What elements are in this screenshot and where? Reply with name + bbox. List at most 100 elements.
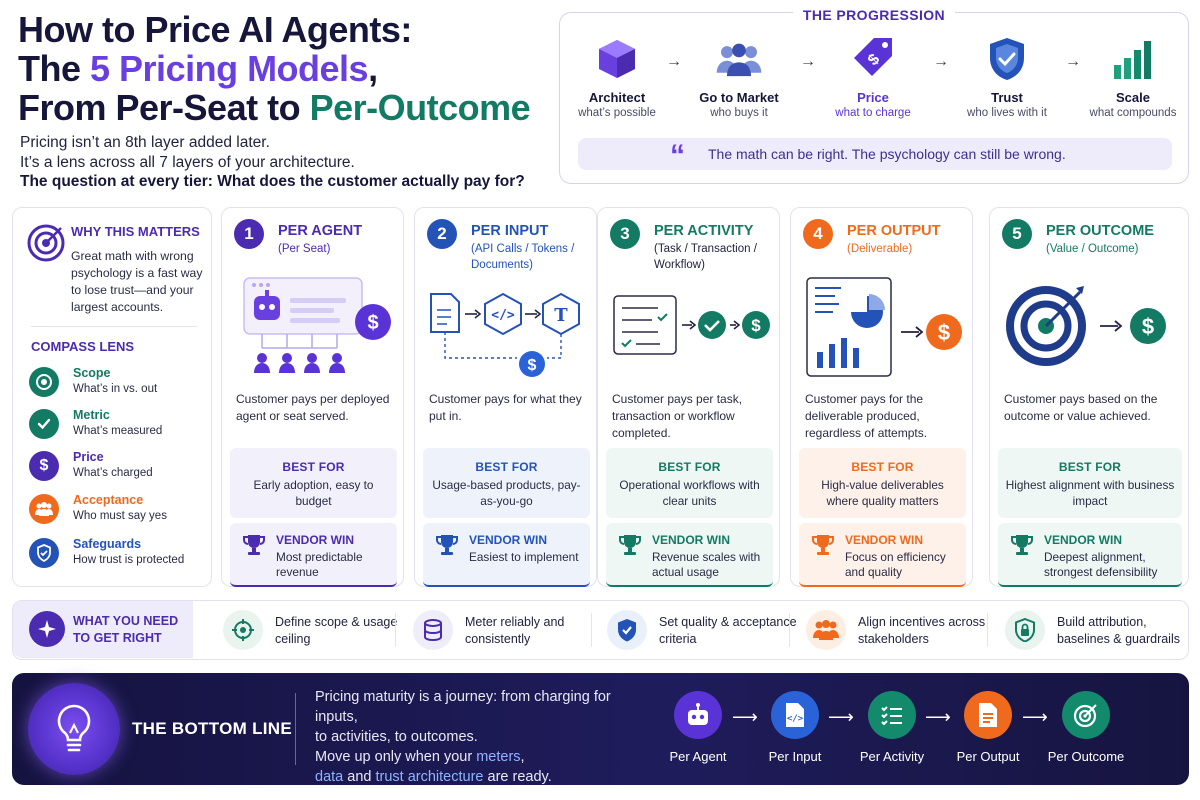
bottom-line-4-and: and	[343, 769, 376, 785]
output-report-illustration: $	[801, 270, 966, 390]
compass-item-name: Metric	[73, 408, 110, 422]
arrow-right-icon: →	[800, 53, 816, 70]
activity-flow-illustration: $	[608, 270, 773, 390]
arrow-right-icon: ⟶	[925, 707, 951, 727]
best-for-text: Early adoption, easy to budget	[253, 478, 374, 508]
vendor-win-text: Revenue scales with actual usage	[652, 550, 761, 579]
need-text: Align incentives across stakeholders	[858, 615, 986, 646]
target-ring-icon	[29, 367, 59, 397]
progression-step-name: Trust	[991, 90, 1023, 105]
needs-heading-block: WHAT YOU NEED TO GET RIGHT	[13, 601, 193, 658]
progression-step-architect: Architect what’s possible	[557, 35, 677, 121]
bottom-line-3: Move up only when your meters,	[315, 747, 655, 767]
model-subtitle: (Task / Transaction / Workflow)	[654, 243, 757, 271]
need-text: Define scope & usage ceiling	[275, 615, 398, 646]
arrow-right-icon: →	[666, 53, 682, 70]
model-subtitle: (Deliverable)	[847, 243, 913, 255]
intro-question: The question at every tier: What does th…	[20, 173, 525, 190]
progression-step-go-to-market: Go to Market who buys it	[679, 35, 799, 121]
title-highlight-models: 5 Pricing Models	[90, 48, 369, 89]
group-icon	[29, 494, 59, 524]
divider	[395, 613, 396, 647]
best-for-box: BEST FOR High-value deliverables where q…	[799, 448, 966, 518]
best-for-heading: BEST FOR	[851, 460, 914, 474]
vendor-win-box: VENDOR WIN Revenue scales with actual us…	[606, 523, 773, 587]
journey-label: Per Activity	[859, 749, 925, 764]
model-card-per-output: 4 PER OUTPUT (Deliverable) $ Customer pa…	[790, 207, 973, 587]
model-card-per-activity: 3 PER ACTIVITY (Task / Transaction / Wor…	[597, 207, 780, 587]
compass-item-desc: What’s measured	[73, 425, 163, 437]
bottom-line-3-comma: ,	[520, 749, 525, 765]
why-this-matters-card: WHY THIS MATTERS Great math with wrong p…	[12, 207, 212, 587]
intro-line-1: Pricing isn’t an 8th layer added later.	[20, 134, 270, 151]
progression-title-text: THE PROGRESSION	[792, 7, 956, 23]
best-for-heading: BEST FOR	[475, 460, 538, 474]
database-icon	[413, 610, 453, 650]
model-subtitle: (API Calls / Tokens / Documents)	[471, 243, 575, 271]
compass-item-name: Price	[73, 450, 104, 464]
compass-item-safeguards: Safeguards How trust is protected	[29, 536, 209, 572]
svg-text:</>: </>	[491, 308, 515, 323]
code-doc-icon: </>	[771, 691, 819, 739]
divider	[31, 326, 197, 327]
progression-step-trust: Trust who lives with it	[947, 35, 1067, 121]
progression-panel: THE PROGRESSION Architect what’s possibl…	[557, 7, 1189, 184]
trophy-icon	[618, 533, 642, 557]
compass-item-name: Safeguards	[73, 537, 142, 551]
best-for-box: BEST FOR Early adoption, easy to budget	[230, 448, 397, 518]
progression-step-name: Scale	[1116, 90, 1150, 105]
journey-step-per-agent: Per Agent	[658, 691, 738, 764]
journey-label: Per Outcome	[1047, 749, 1125, 764]
journey-label: Per Output	[956, 749, 1020, 764]
arrow-right-icon: →	[933, 53, 949, 70]
need-item-meter: Meter reliably and consistently	[413, 610, 603, 650]
model-subtitle: (Per Seat)	[278, 243, 331, 255]
sparkle-icon	[29, 611, 65, 647]
model-description: Customer pays based on the outcome or va…	[1004, 392, 1158, 423]
model-number-badge: 2	[427, 219, 457, 249]
progression-step-sub: who buys it	[710, 107, 768, 119]
target-icon	[27, 224, 65, 267]
model-description: Customer pays per deployed agent or seat…	[236, 392, 390, 423]
intro-text: Pricing isn’t an 8th layer added later. …	[20, 133, 560, 192]
model-number-badge: 3	[610, 219, 640, 249]
vendor-win-box: VENDOR WIN Most predictable revenue	[230, 523, 397, 587]
needs-heading: WHAT YOU NEED TO GET RIGHT	[73, 614, 179, 645]
shield-check-icon	[983, 35, 1031, 83]
vendor-win-heading: VENDOR WIN	[845, 533, 923, 547]
agent-seat-illustration: $	[232, 270, 397, 390]
robot-icon	[674, 691, 722, 739]
journey-step-per-outcome: Per Outcome	[1046, 691, 1126, 764]
need-text: Build attribution, baselines & guardrail…	[1057, 615, 1180, 646]
svg-text:</>: </>	[787, 714, 804, 724]
highlight-data: data	[315, 769, 344, 785]
trophy-icon	[811, 533, 835, 557]
bottom-line-text: Pricing maturity is a journey: from char…	[315, 687, 655, 787]
journey-step-per-activity: Per Activity	[852, 691, 932, 764]
progression-step-name: Price	[857, 90, 889, 105]
best-for-text: High-value deliverables where quality ma…	[821, 478, 944, 508]
model-description: Customer pays for what they put in.	[429, 392, 582, 423]
compass-item-desc: Who must say yes	[73, 510, 167, 522]
vendor-win-heading: VENDOR WIN	[276, 533, 354, 547]
svg-text:$: $	[938, 320, 950, 345]
group-icon	[806, 610, 846, 650]
bottom-line-3-text: Move up only when your	[315, 749, 477, 765]
trophy-icon	[1010, 533, 1034, 557]
dollar-icon: $	[29, 451, 59, 481]
compass-item-price: $ Price What’s charged	[29, 449, 209, 485]
model-number-badge: 5	[1002, 219, 1032, 249]
check-icon	[29, 409, 59, 439]
journey-step-per-input: </> Per Input	[755, 691, 835, 764]
vendor-win-box: VENDOR WIN Easiest to implement	[423, 523, 590, 587]
highlight-trust-architecture: trust architecture	[375, 769, 484, 785]
title-line-2-comma: ,	[368, 48, 378, 89]
model-number-badge: 1	[234, 219, 264, 249]
progression-step-scale: Scale what compounds	[1073, 35, 1193, 121]
arrow-right-icon: ⟶	[828, 707, 854, 727]
people-icon	[715, 35, 763, 83]
input-flow-illustration: </> T $	[425, 270, 590, 390]
lock-shield-icon	[1005, 610, 1045, 650]
arrow-right-icon: ⟶	[732, 707, 758, 727]
progression-step-sub: what’s possible	[578, 107, 656, 119]
